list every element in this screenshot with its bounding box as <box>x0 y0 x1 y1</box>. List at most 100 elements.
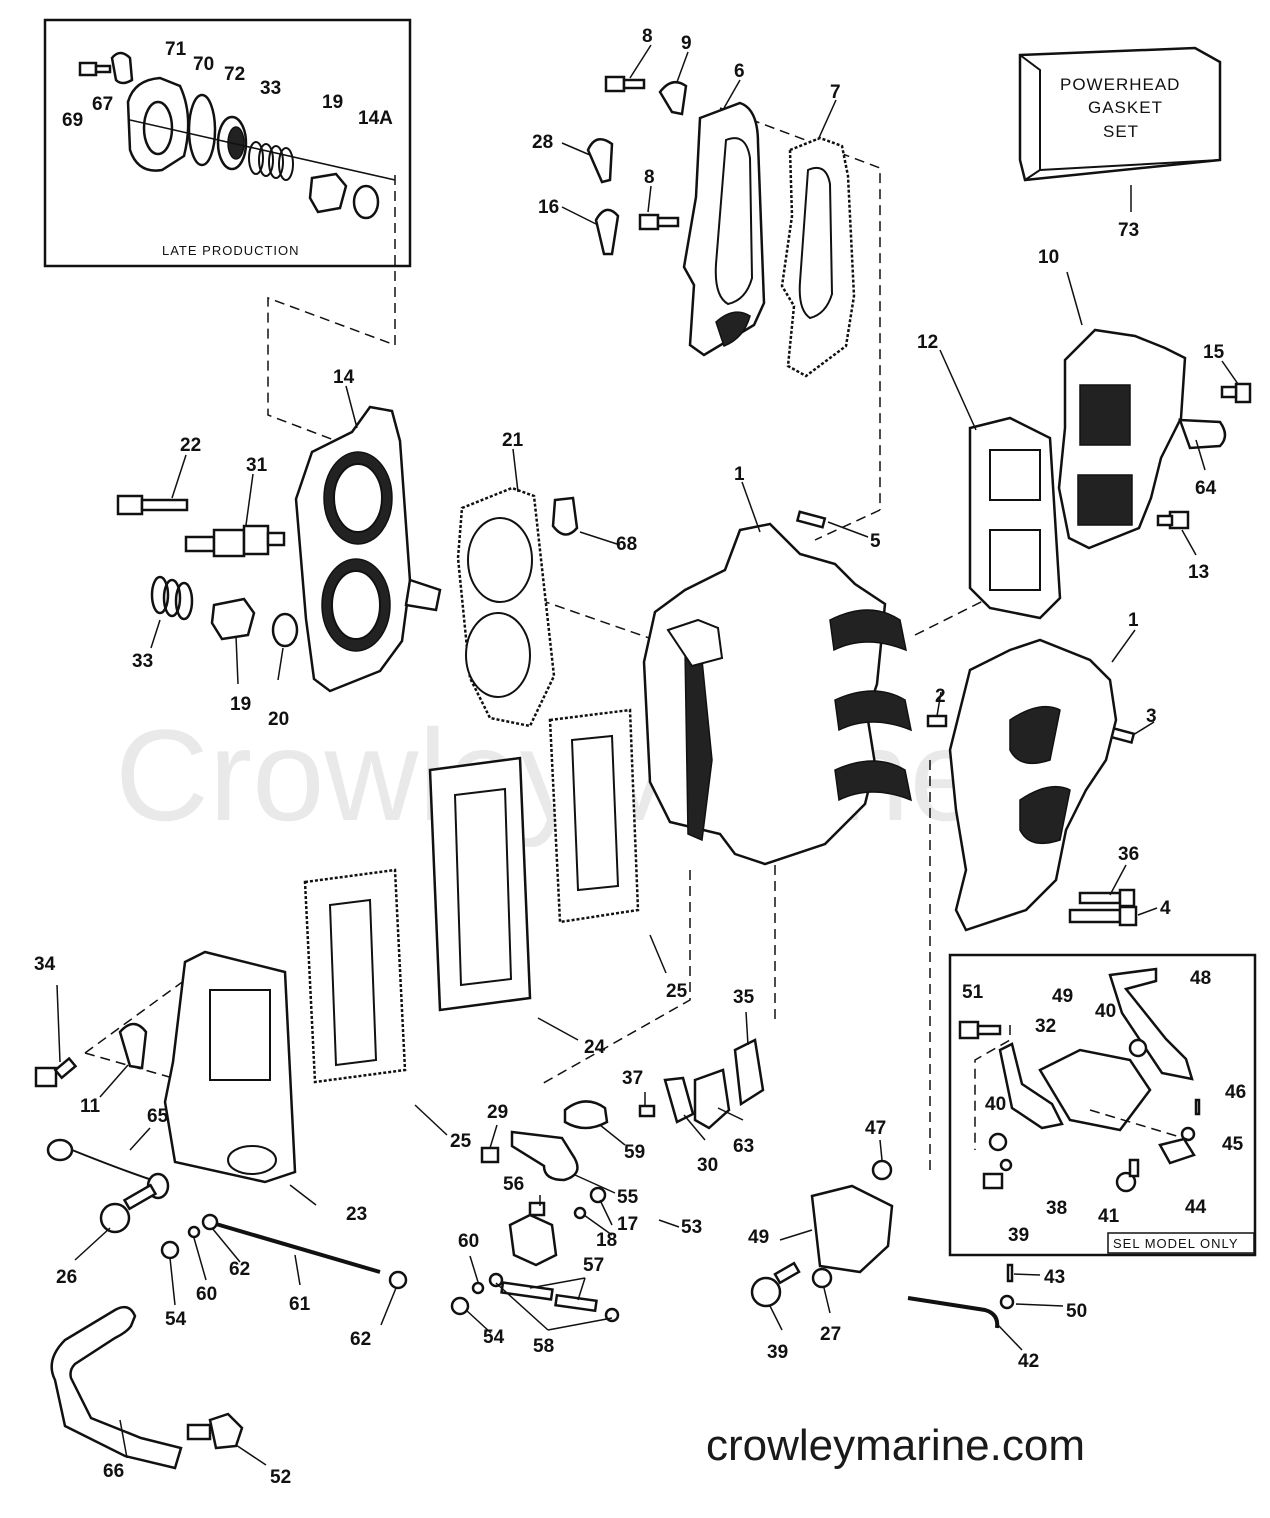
part-70-o-ring <box>187 93 217 167</box>
callout-68: 68 <box>616 534 637 555</box>
part-68-clamp <box>551 496 579 536</box>
callout-19-inset: 19 <box>322 92 343 113</box>
callout-40-lower: 40 <box>985 1094 1006 1115</box>
callout-49: 49 <box>748 1227 769 1248</box>
callout-2: 2 <box>935 686 946 707</box>
inset-sel-model-callouts: 51 49 32 40 48 40 46 45 44 41 38 39 <box>962 968 1246 1246</box>
inset-sel-model: SEL MODEL ONLY 51 49 32 40 48 40 46 45 4… <box>948 953 1257 1257</box>
callout-21: 21 <box>502 430 524 451</box>
callout-12: 12 <box>917 332 938 353</box>
callout-27: 27 <box>820 1324 841 1345</box>
callout-37: 37 <box>622 1068 643 1089</box>
callout-73: 73 <box>1118 220 1139 241</box>
footer-site-text: crowleymarine.com <box>706 1421 1085 1470</box>
callout-25-upper: 25 <box>666 981 688 1002</box>
part-57-link <box>488 1272 620 1323</box>
part-21-head-gasket <box>456 486 556 728</box>
callout-54-left: 54 <box>165 1309 187 1330</box>
part-14-cylinder-head <box>294 405 442 693</box>
part-2-dowel-pin <box>926 714 948 728</box>
part-50-washer <box>999 1294 1015 1310</box>
callout-45: 45 <box>1222 1134 1244 1155</box>
part-16-clamp <box>594 208 620 256</box>
callout-8-top: 8 <box>642 26 653 47</box>
gasket-set-line2: GASKET <box>1088 98 1163 117</box>
callout-52: 52 <box>270 1467 291 1488</box>
callout-39-sel: 39 <box>1008 1225 1029 1246</box>
inset-late-production-caption: LATE PRODUCTION <box>162 243 300 258</box>
inset-sel-model-caption: SEL MODEL ONLY <box>1113 1236 1239 1251</box>
callout-38: 38 <box>1046 1198 1067 1219</box>
callout-1-crankcase: 1 <box>1128 610 1139 631</box>
callout-5: 5 <box>870 531 881 552</box>
callout-33-inset: 33 <box>260 78 281 99</box>
callout-20: 20 <box>268 709 289 730</box>
callout-71: 71 <box>165 39 187 60</box>
part-8-screw-top <box>604 75 646 93</box>
part-47-bushing <box>871 1159 893 1181</box>
callout-61: 61 <box>289 1294 311 1315</box>
callout-32: 32 <box>1035 1016 1056 1037</box>
callout-60-mid: 60 <box>458 1231 479 1252</box>
callout-14: 14 <box>333 367 355 388</box>
callout-56: 56 <box>503 1174 524 1195</box>
part-63-bracket <box>693 1068 731 1130</box>
callout-43: 43 <box>1044 1267 1065 1288</box>
part-8-screw-mid <box>638 213 680 231</box>
callout-17: 17 <box>617 1214 638 1235</box>
part-25-exhaust-gasket-lower <box>303 868 407 1084</box>
callout-66: 66 <box>103 1461 124 1482</box>
part-24-exhaust-plate <box>428 756 532 1012</box>
part-59-nut <box>563 1100 609 1130</box>
part-26-bolt <box>99 1183 158 1234</box>
callout-15: 15 <box>1203 342 1225 363</box>
callout-50: 50 <box>1066 1301 1087 1322</box>
part-19-thermostat <box>308 172 348 214</box>
callout-46: 46 <box>1225 1082 1246 1103</box>
part-22-bolt <box>116 494 189 516</box>
part-11-clamp <box>118 1022 148 1070</box>
callout-65: 65 <box>147 1106 169 1127</box>
callout-54-mid: 54 <box>483 1327 505 1348</box>
part-1-crankcase-half <box>948 638 1118 932</box>
part-13-screw <box>1156 510 1190 530</box>
part-60-washer <box>471 1281 485 1295</box>
callout-7: 7 <box>830 82 841 103</box>
part-67-clamp <box>110 51 134 85</box>
callout-36: 36 <box>1118 844 1139 865</box>
callout-numbers: 8 9 6 7 28 8 16 10 12 15 64 13 14 21 1 5… <box>34 26 1225 1488</box>
part-52-fitting <box>186 1412 244 1450</box>
part-51-screw <box>958 1020 1002 1040</box>
callout-8-mid: 8 <box>644 167 655 188</box>
callout-35: 35 <box>733 987 755 1008</box>
callout-70: 70 <box>193 54 214 75</box>
part-9-clamp <box>658 80 688 116</box>
part-25-exhaust-gasket-upper <box>548 708 640 924</box>
part-12-intake-gasket <box>968 416 1062 620</box>
part-44-clip <box>1158 1137 1196 1165</box>
part-66-hose <box>50 1305 183 1470</box>
part-35-bracket <box>733 1038 765 1107</box>
part-5-dowel-pin <box>795 510 827 529</box>
callout-1-block: 1 <box>734 464 745 485</box>
callout-13: 13 <box>1188 562 1209 583</box>
callout-48: 48 <box>1190 968 1211 989</box>
part-28-clamp <box>586 137 614 184</box>
callout-44: 44 <box>1185 1197 1207 1218</box>
callout-49-sel: 49 <box>1052 986 1073 1007</box>
part-15-screw <box>1220 382 1252 404</box>
callout-10: 10 <box>1038 247 1059 268</box>
callout-51: 51 <box>962 982 984 1003</box>
part-54-screw <box>450 1296 470 1316</box>
callout-22: 22 <box>180 435 201 456</box>
callout-60-left: 60 <box>196 1284 217 1305</box>
callout-53: 53 <box>681 1217 702 1238</box>
part-49-bracket-sel <box>1038 1048 1152 1132</box>
callout-33: 33 <box>132 651 153 672</box>
callout-42: 42 <box>1018 1351 1039 1372</box>
callout-3: 3 <box>1146 706 1157 727</box>
callout-67: 67 <box>92 94 113 115</box>
callout-63: 63 <box>733 1136 754 1157</box>
callout-58: 58 <box>533 1336 554 1357</box>
